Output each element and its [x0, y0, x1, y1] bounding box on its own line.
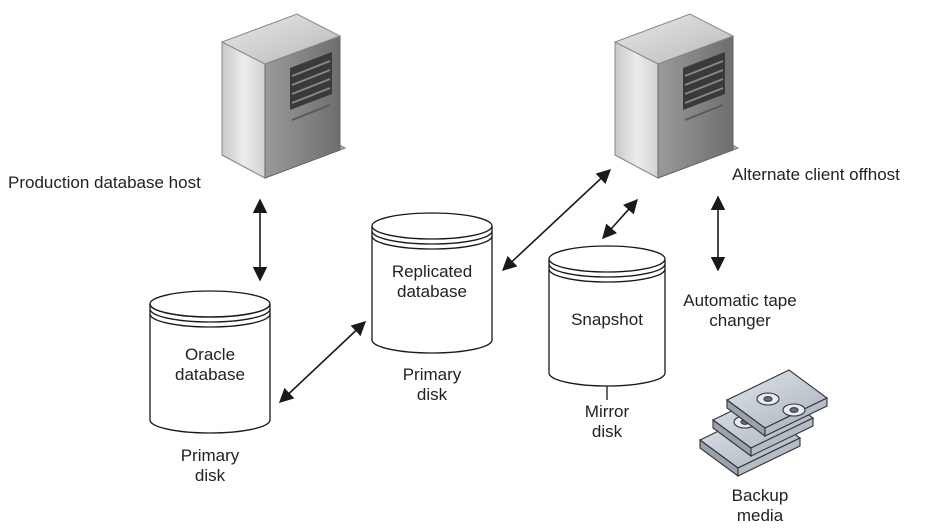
tape-line-2: changer	[709, 311, 771, 330]
oracle-name-line-2: database	[175, 365, 245, 384]
replicated-disk-icon	[371, 212, 493, 354]
snapshot-disk-caption: Mirror disk	[549, 402, 665, 442]
production-host-label: Production database host	[8, 173, 201, 192]
snapshot-name-line-1: Snapshot	[571, 310, 643, 329]
replicated-disk-name: Replicated database	[372, 262, 492, 302]
media-line-2: media	[736, 506, 784, 525]
alternate-host-label: Alternate client offhost	[732, 165, 900, 184]
backup-media-label: Backup media	[710, 486, 810, 526]
media-line-1: Backup	[731, 486, 789, 505]
oracle-disk-caption: Primary disk	[150, 446, 270, 486]
snapshot-disk-name: Snapshot	[549, 310, 665, 330]
arrow-replicated-to-alternate	[501, 169, 612, 271]
oracle-name-line-1: Oracle	[184, 345, 236, 364]
oracle-caption-line-1: Primary	[180, 446, 240, 465]
tape-line-1: Automatic tape	[683, 291, 797, 310]
arrow-oracle-to-replicated	[278, 321, 367, 403]
replicated-caption-line-1: Primary	[402, 365, 462, 384]
arrow-snapshot-to-alternate	[602, 198, 638, 240]
replicated-name-line-1: Replicated	[391, 262, 473, 281]
replicated-name-line-2: database	[397, 282, 467, 301]
replicated-caption-line-2: disk	[416, 385, 448, 404]
oracle-disk-name: Oracle database	[150, 345, 270, 385]
backup-media-icon	[698, 369, 829, 478]
connection-arrows	[252, 169, 726, 403]
snapshot-caption-line-2: disk	[591, 422, 623, 441]
tape-changer-label: Automatic tape changer	[670, 291, 810, 331]
replicated-disk-caption: Primary disk	[372, 365, 492, 405]
snapshot-caption-line-1: Mirror	[584, 402, 630, 421]
oracle-caption-line-2: disk	[194, 466, 226, 485]
oracle-disk-icon	[149, 290, 271, 434]
alternate-server-icon	[613, 13, 740, 179]
production-server-icon	[220, 13, 347, 179]
